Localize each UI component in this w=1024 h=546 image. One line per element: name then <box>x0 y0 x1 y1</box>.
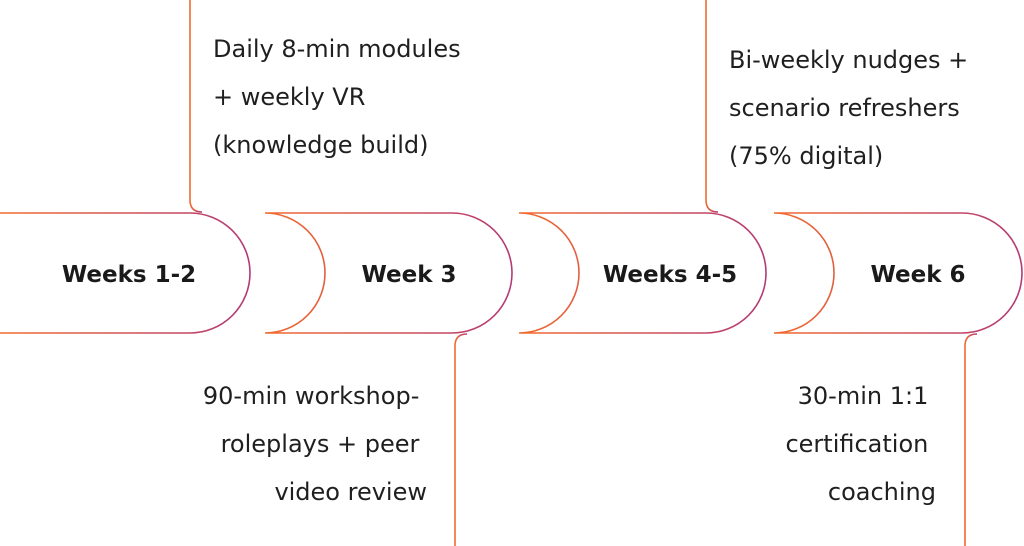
stage-shape <box>773 212 1023 334</box>
stage-title: Week 3 <box>361 262 456 288</box>
note-line: scenario refreshers <box>729 94 960 122</box>
connector-line <box>189 0 203 213</box>
note-line: Bi-weekly nudges + <box>729 46 968 74</box>
stage-week-3: Week 3 90-min workshop- roleplays + peer… <box>203 212 513 546</box>
note-line: + weekly VR <box>213 83 365 111</box>
connector-line <box>705 0 719 213</box>
connector-line <box>964 333 978 546</box>
stage-title: Week 6 <box>870 262 965 288</box>
note-line: video review <box>274 478 427 506</box>
stage-shape <box>0 212 251 334</box>
stage-weeks-1-2: Weeks 1-2 Daily 8-min modules + weekly V… <box>0 0 468 334</box>
stage-title: Weeks 4-5 <box>603 262 737 288</box>
stage-title: Weeks 1-2 <box>62 262 196 288</box>
stage-shape <box>264 212 513 334</box>
note-line: 90-min workshop- <box>203 382 419 410</box>
stage-note: Bi-weekly nudges + scenario refreshers (… <box>729 46 976 170</box>
connector-line <box>454 333 468 546</box>
note-line: roleplays + peer <box>221 430 420 458</box>
note-line: 30-min 1:1 <box>798 382 929 410</box>
stage-week-6: Week 6 30-min 1:1 certification coaching <box>773 212 1023 546</box>
note-line: certification <box>785 430 928 458</box>
stage-shape <box>518 212 767 334</box>
note-line: coaching <box>828 478 936 506</box>
stage-weeks-4-5: Weeks 4-5 Bi-weekly nudges + scenario re… <box>518 0 976 334</box>
stage-note: 90-min workshop- roleplays + peer video … <box>203 382 427 506</box>
note-line: (knowledge build) <box>213 131 428 159</box>
note-line: Daily 8-min modules <box>213 35 461 63</box>
stage-note: 30-min 1:1 certification coaching <box>785 382 936 506</box>
stage-note: Daily 8-min modules + weekly VR (knowled… <box>213 35 468 159</box>
note-line: (75% digital) <box>729 142 883 170</box>
